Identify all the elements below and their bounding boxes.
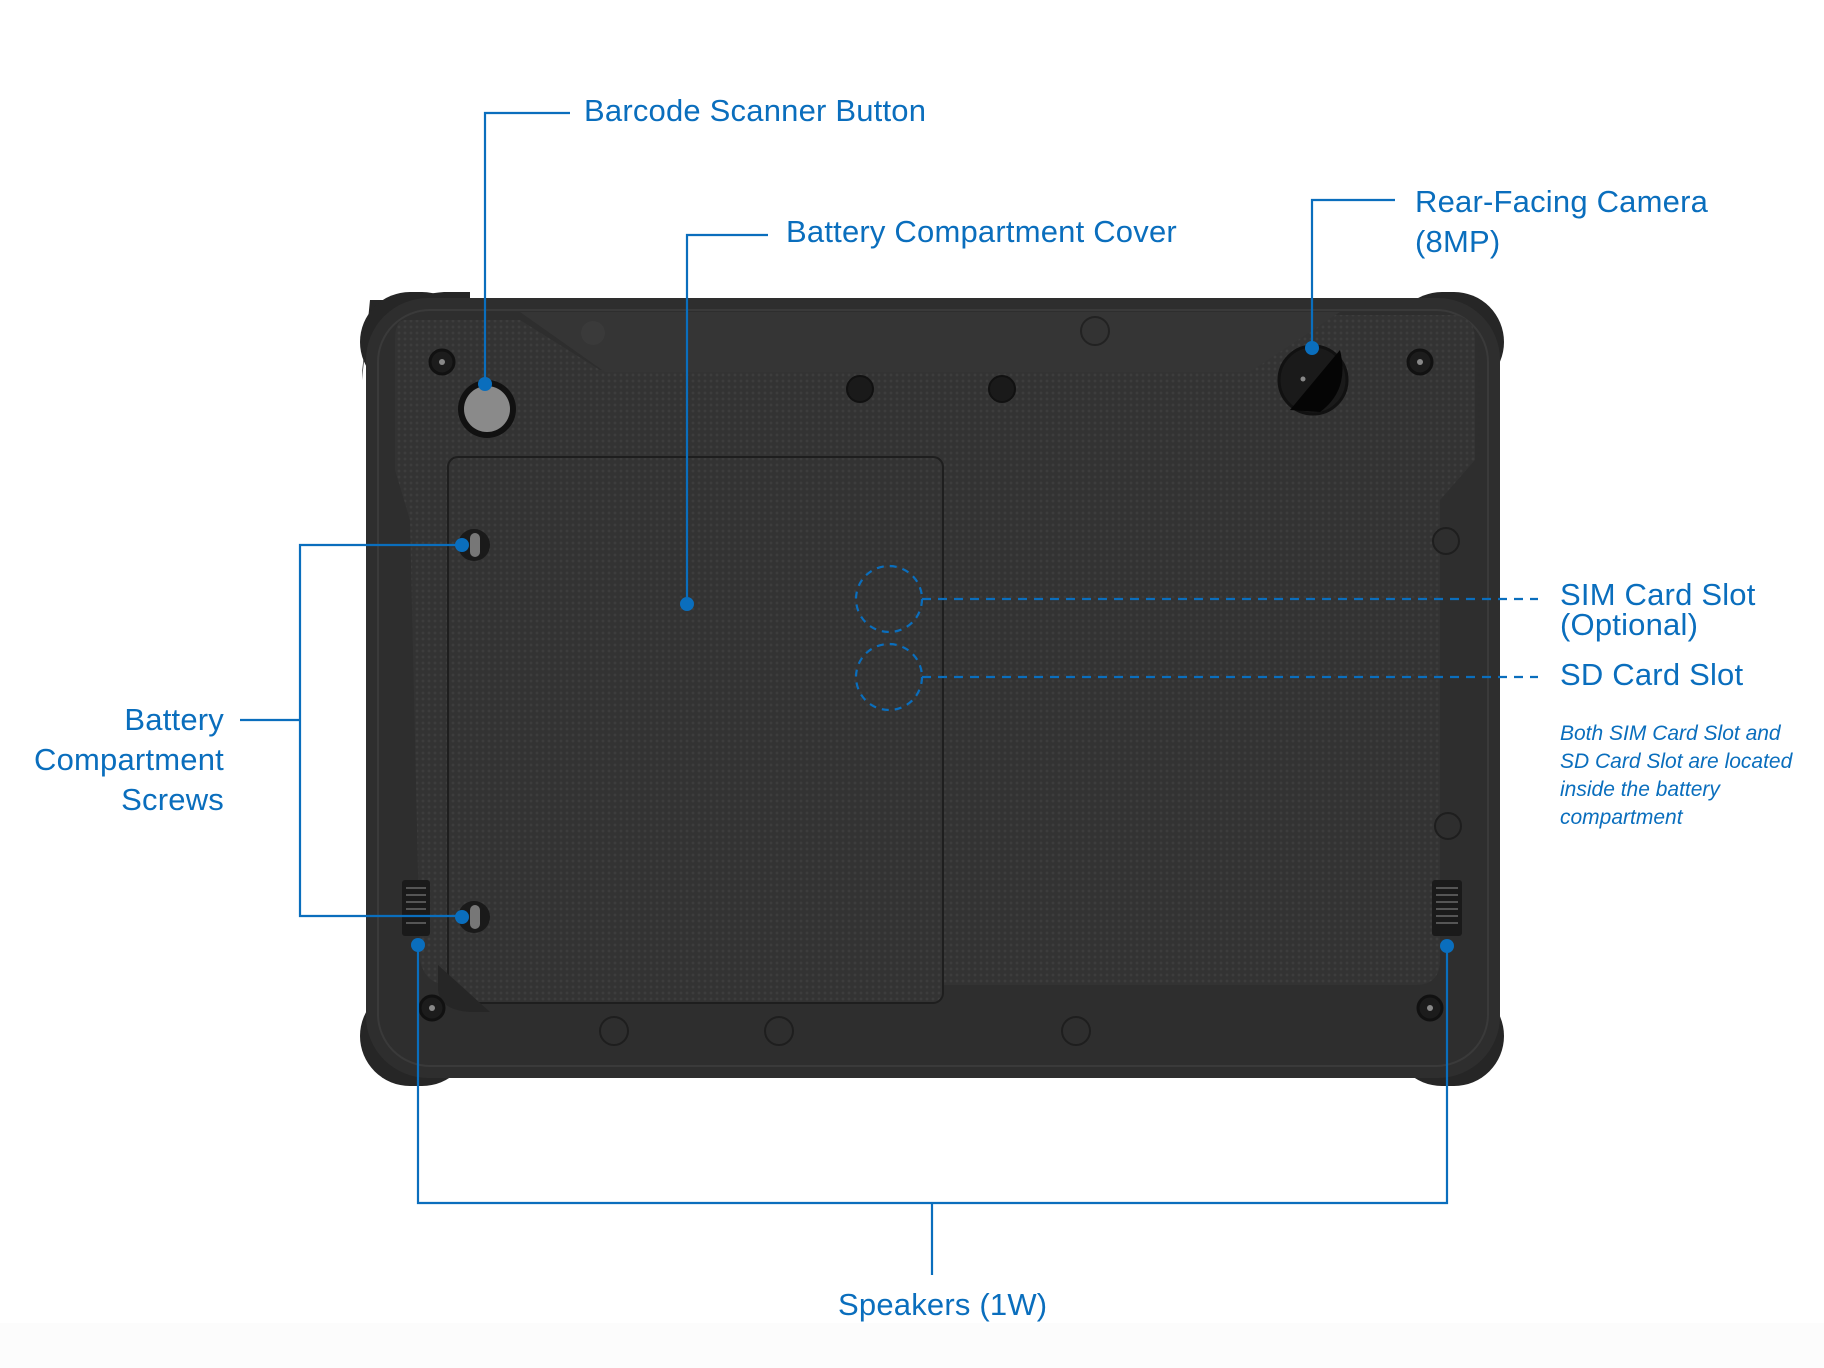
slot-location-note: Both SIM Card Slot and SD Card Slot are … — [1560, 720, 1792, 832]
marker-barcode-scanner — [478, 377, 492, 391]
scanner-window — [464, 386, 510, 432]
bottom-hole — [764, 1016, 794, 1046]
leader-battery-screws — [298, 543, 462, 918]
sensor-hole — [846, 375, 874, 403]
label-battery-cover: Battery Compartment Cover — [786, 214, 1177, 249]
sensor-hole — [988, 375, 1016, 403]
battery-screws — [458, 529, 490, 933]
marker-screw-top — [455, 538, 469, 552]
leader-battery-cover — [685, 233, 768, 604]
label-battery-screws-line1: Battery — [124, 702, 224, 737]
speaker-grille-left — [402, 880, 430, 936]
note-line2: SD Card Slot are located — [1560, 750, 1793, 773]
note-line1: Both SIM Card Slot and — [1560, 722, 1781, 745]
label-sim-slot-line2: (Optional) — [1560, 607, 1699, 642]
tablet-rim — [377, 309, 1489, 1067]
camera-flash — [1300, 376, 1306, 382]
label-sim-slot-line1: SIM Card Slot — [1560, 577, 1756, 612]
bottom-hole — [1061, 1016, 1091, 1046]
leader-rear-camera — [1310, 198, 1395, 348]
marker-screw-bottom — [455, 910, 469, 924]
corner-screws — [418, 348, 1444, 1022]
label-battery-screws-line2: Compartment — [34, 742, 224, 777]
speaker-grille-right — [1432, 880, 1462, 936]
label-rear-camera: Rear-Facing Camera (8MP) — [1415, 182, 1708, 262]
battery-cover — [447, 456, 944, 1004]
label-sd-slot: SD Card Slot — [1560, 657, 1744, 692]
top-hole — [1080, 316, 1110, 346]
top-hole — [581, 321, 605, 345]
label-battery-screws-line3: Screws — [121, 782, 224, 817]
note-line3: inside the battery — [1560, 778, 1720, 801]
side-button — [1434, 812, 1462, 840]
marker-rear-camera — [1305, 341, 1319, 355]
label-barcode-scanner: Barcode Scanner Button — [584, 93, 927, 128]
label-speakers: Speakers (1W) — [838, 1287, 1048, 1322]
camera-lens — [1290, 350, 1343, 412]
label-battery-screws: Battery Compartment Screws — [34, 700, 224, 820]
label-sim-slot: SIM Card Slot (Optional) — [1560, 577, 1756, 642]
top-band — [520, 312, 1340, 372]
label-rear-camera-line2: (8MP) — [1415, 224, 1501, 259]
side-button — [1432, 527, 1460, 555]
label-rear-camera-line1: Rear-Facing Camera — [1415, 184, 1709, 219]
cover-latch — [438, 965, 490, 1012]
bottom-hole — [599, 1016, 629, 1046]
note-line4: compartment — [1560, 806, 1683, 829]
leader-barcode-scanner — [483, 111, 570, 384]
marker-speaker-left — [411, 938, 425, 952]
marker-speaker-right — [1440, 939, 1454, 953]
bottom-band — [0, 1323, 1824, 1368]
marker-battery-cover — [680, 597, 694, 611]
